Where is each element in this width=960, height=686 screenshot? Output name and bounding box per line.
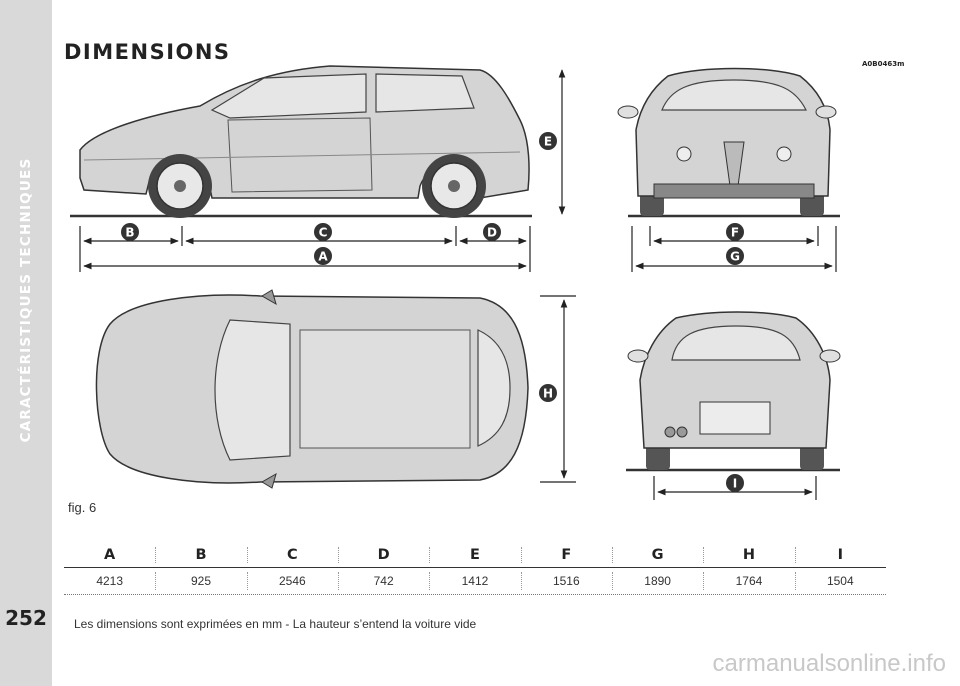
units-note: Les dimensions sont exprimées en mm - La… — [74, 617, 477, 631]
svg-text:E: E — [544, 135, 552, 149]
value-cell: 4213 — [96, 574, 124, 588]
svg-text:C: C — [319, 226, 328, 240]
header-cell: A — [104, 547, 116, 563]
svg-text:B: B — [125, 226, 134, 240]
svg-text:I: I — [733, 477, 737, 491]
value-cell: 1412 — [429, 568, 520, 594]
header-cell: F — [520, 543, 612, 567]
svg-text:D: D — [487, 226, 497, 240]
marker-h: H — [539, 384, 557, 402]
header-cell: I — [794, 543, 886, 567]
svg-text:H: H — [543, 387, 553, 401]
front-dimension-lines — [631, 226, 837, 272]
svg-text:G: G — [730, 250, 740, 264]
front-view — [617, 67, 840, 218]
marker-c: C — [314, 223, 332, 241]
marker-g: G — [726, 247, 744, 265]
value-cell: 1504 — [794, 568, 886, 594]
table-row: 4213 925 2546 742 1412 1516 1890 1764 15… — [64, 568, 886, 595]
table-header-row: A B C D E F G H I — [64, 543, 886, 568]
header-cell: G — [611, 543, 703, 567]
marker-e: E — [539, 132, 557, 150]
value-cell: 925 — [155, 568, 246, 594]
page-number: 252 — [5, 606, 47, 630]
header-cell: H — [703, 543, 794, 567]
side-view — [70, 65, 532, 218]
watermark: carmanualsonline.info — [712, 650, 946, 677]
figure-label: fig. 6 — [68, 500, 97, 515]
value-cell: 1764 — [703, 568, 794, 594]
header-cell: C — [246, 543, 338, 567]
header-cell: E — [429, 543, 520, 567]
header-cell: B — [155, 543, 246, 567]
top-dimension-lines — [540, 295, 576, 483]
marker-i: I — [726, 474, 744, 492]
top-view — [95, 289, 529, 489]
header-cell: D — [337, 543, 429, 567]
marker-f: F — [726, 223, 744, 241]
rear-wheel — [422, 154, 486, 218]
value-cell: 742 — [337, 568, 429, 594]
value-cell: 1890 — [611, 568, 703, 594]
front-wheel — [148, 154, 212, 218]
section-tab-label: CARACTÉRISTIQUES TECHNIQUES — [18, 157, 34, 443]
dimensions-figure: B C D A E F G H I — [70, 65, 841, 500]
marker-a: A — [314, 247, 332, 265]
value-cell: 2546 — [246, 568, 338, 594]
dimensions-table: A B C D E F G H I 4213 925 2546 742 1412… — [64, 543, 886, 595]
figure-code: A0B0463m — [862, 60, 905, 68]
svg-text:F: F — [731, 226, 739, 240]
svg-text:A: A — [318, 250, 328, 264]
section-tab: CARACTÉRISTIQUES TECHNIQUES — [0, 0, 52, 686]
page-title: DIMENSIONS — [64, 40, 231, 64]
value-cell: 1516 — [520, 568, 612, 594]
marker-b: B — [121, 223, 139, 241]
rear-view — [626, 311, 841, 472]
marker-d: D — [483, 223, 501, 241]
side-dimension-lines — [79, 69, 566, 272]
